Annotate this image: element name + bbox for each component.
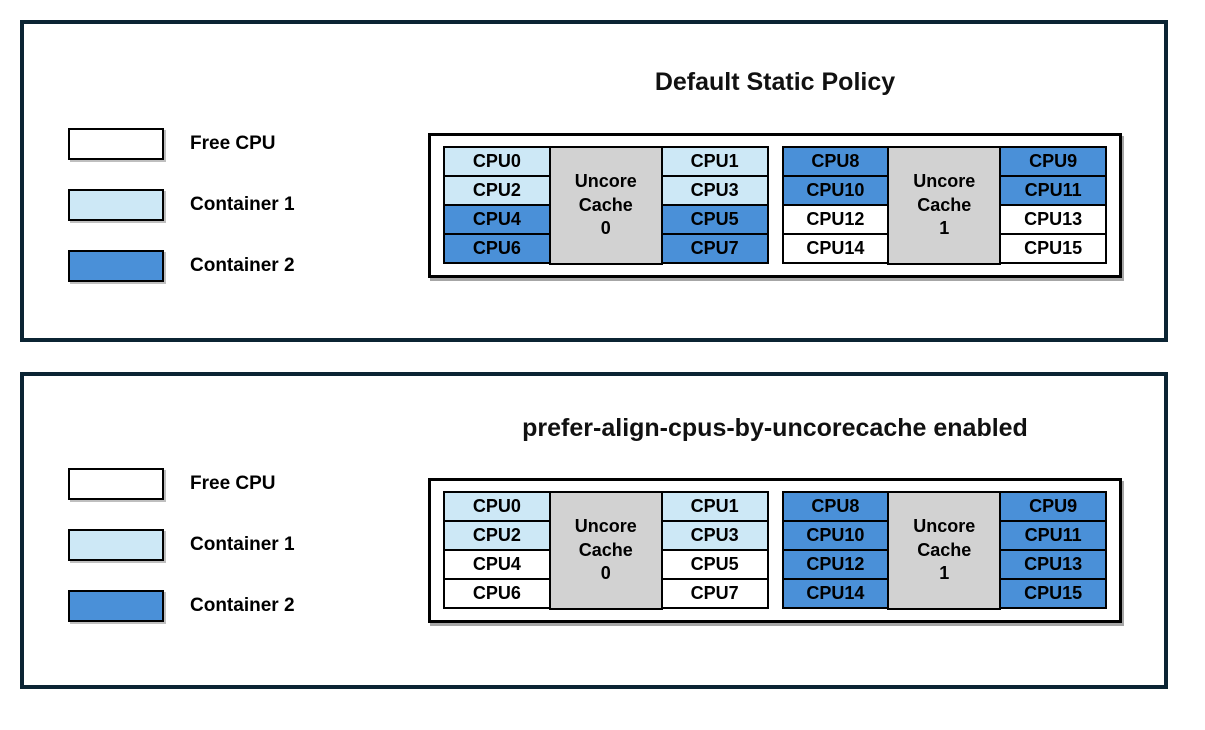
- uncore-cache-label-line: 0: [600, 218, 611, 239]
- cpu-column-left: CPU0 CPU2 CPU4 CPU6: [443, 491, 551, 610]
- legend-item: Free CPU: [68, 468, 295, 500]
- cpu-cell: CPU4: [443, 204, 551, 235]
- uncore-cache-label-line: Cache: [917, 539, 972, 560]
- legend-swatch-container-2: [68, 590, 164, 622]
- cpu-column-right: CPU9 CPU11 CPU13 CPU15: [999, 146, 1107, 265]
- cpu-cell: CPU8: [781, 146, 890, 177]
- cpu-topology-diagram: CPU0 CPU2 CPU4 CPU6 Uncore Cache 0 CPU1 …: [428, 478, 1122, 623]
- cpu-cell: CPU0: [443, 491, 551, 522]
- policy-panel-uncorecache-enabled: prefer-align-cpus-by-uncorecache enabled…: [20, 372, 1168, 689]
- uncore-cache-label-line: Uncore: [574, 516, 637, 537]
- uncore-cache-box-0: Uncore Cache 0: [548, 491, 663, 610]
- legend-swatch-container-1: [68, 529, 164, 561]
- cpu-cell: CPU2: [443, 175, 551, 206]
- cpu-column-left: CPU8 CPU10 CPU12 CPU14: [781, 146, 890, 265]
- legend-label: Container 1: [190, 534, 295, 555]
- panel-title: prefer-align-cpus-by-uncorecache enabled: [522, 414, 1028, 442]
- cpu-cell: CPU5: [660, 204, 769, 235]
- policy-panel-default-static: Default Static Policy Free CPU Container…: [20, 20, 1168, 342]
- cpu-cell: CPU14: [781, 578, 890, 609]
- legend-swatch-container-1: [68, 189, 164, 221]
- cpu-cell: CPU14: [781, 233, 890, 264]
- cpu-cell: CPU12: [781, 204, 890, 235]
- cpu-column-right: CPU9 CPU11 CPU13 CPU15: [999, 491, 1107, 610]
- legend-label: Container 2: [190, 595, 295, 616]
- uncore-cache-box-1: Uncore Cache 1: [887, 491, 1002, 610]
- legend-item: Free CPU: [68, 128, 295, 160]
- legend-swatch-free-cpu: [68, 468, 164, 500]
- cpu-cell: CPU15: [999, 233, 1107, 264]
- legend-item: Container 1: [68, 529, 295, 561]
- uncore-cache-box-0: Uncore Cache 0: [548, 146, 663, 265]
- cpu-cell: CPU13: [999, 549, 1107, 580]
- cpu-cell: CPU10: [781, 175, 890, 206]
- legend-item: Container 1: [68, 189, 295, 221]
- legend-swatch-container-2: [68, 250, 164, 282]
- legend-label: Container 1: [190, 194, 295, 215]
- cpu-cell: CPU8: [781, 491, 890, 522]
- cpu-cell: CPU9: [999, 491, 1107, 522]
- legend-swatch-free-cpu: [68, 128, 164, 160]
- cpu-cell: CPU4: [443, 549, 551, 580]
- cpu-cell: CPU9: [999, 146, 1107, 177]
- uncore-cache-label-line: 0: [600, 563, 611, 584]
- uncore-cache-label-line: Cache: [578, 194, 633, 215]
- cpu-topology-diagram: CPU0 CPU2 CPU4 CPU6 Uncore Cache 0 CPU1 …: [428, 133, 1122, 278]
- cpu-column-left: CPU8 CPU10 CPU12 CPU14: [781, 491, 890, 610]
- cpu-cell: CPU6: [443, 578, 551, 609]
- cpu-column-left: CPU0 CPU2 CPU4 CPU6: [443, 146, 551, 265]
- cpu-cell: CPU11: [999, 175, 1107, 206]
- legend-item: Container 2: [68, 590, 295, 622]
- cpu-cell: CPU0: [443, 146, 551, 177]
- cpu-cell: CPU3: [660, 520, 769, 551]
- cpu-cell: CPU1: [660, 491, 769, 522]
- legend: Free CPU Container 1 Container 2: [68, 468, 295, 651]
- cpu-cell: CPU5: [660, 549, 769, 580]
- uncore-cache-label-line: Uncore: [913, 171, 976, 192]
- uncore-cache-group-1: CPU8 CPU10 CPU12 CPU14 Uncore Cache 1 CP…: [781, 146, 1107, 265]
- cpu-cell: CPU7: [660, 578, 769, 609]
- cpu-cell: CPU3: [660, 175, 769, 206]
- cpu-cell: CPU12: [781, 549, 890, 580]
- uncore-cache-label-line: Uncore: [574, 171, 637, 192]
- cpu-cell: CPU11: [999, 520, 1107, 551]
- cpu-cell: CPU13: [999, 204, 1107, 235]
- cpu-cell: CPU2: [443, 520, 551, 551]
- cpu-column-right: CPU1 CPU3 CPU5 CPU7: [660, 146, 769, 265]
- uncore-cache-label-line: Cache: [578, 539, 633, 560]
- uncore-cache-label-line: 1: [939, 563, 950, 584]
- legend-label: Container 2: [190, 255, 295, 276]
- uncore-cache-box-1: Uncore Cache 1: [887, 146, 1002, 265]
- uncore-cache-label-line: Cache: [917, 194, 972, 215]
- uncore-cache-label-line: 1: [939, 218, 950, 239]
- cpu-column-right: CPU1 CPU3 CPU5 CPU7: [660, 491, 769, 610]
- legend-label: Free CPU: [190, 133, 276, 154]
- panel-title: Default Static Policy: [654, 68, 896, 96]
- legend-label: Free CPU: [190, 473, 276, 494]
- cpu-cell: CPU10: [781, 520, 890, 551]
- cpu-cell: CPU1: [660, 146, 769, 177]
- uncore-cache-label-line: Uncore: [913, 516, 976, 537]
- uncore-cache-group-0: CPU0 CPU2 CPU4 CPU6 Uncore Cache 0 CPU1 …: [443, 146, 769, 265]
- cpu-cell: CPU15: [999, 578, 1107, 609]
- uncore-cache-group-0: CPU0 CPU2 CPU4 CPU6 Uncore Cache 0 CPU1 …: [443, 491, 769, 610]
- cpu-cell: CPU6: [443, 233, 551, 264]
- legend-item: Container 2: [68, 250, 295, 282]
- uncore-cache-group-1: CPU8 CPU10 CPU12 CPU14 Uncore Cache 1 CP…: [781, 491, 1107, 610]
- legend: Free CPU Container 1 Container 2: [68, 128, 295, 311]
- cpu-cell: CPU7: [660, 233, 769, 264]
